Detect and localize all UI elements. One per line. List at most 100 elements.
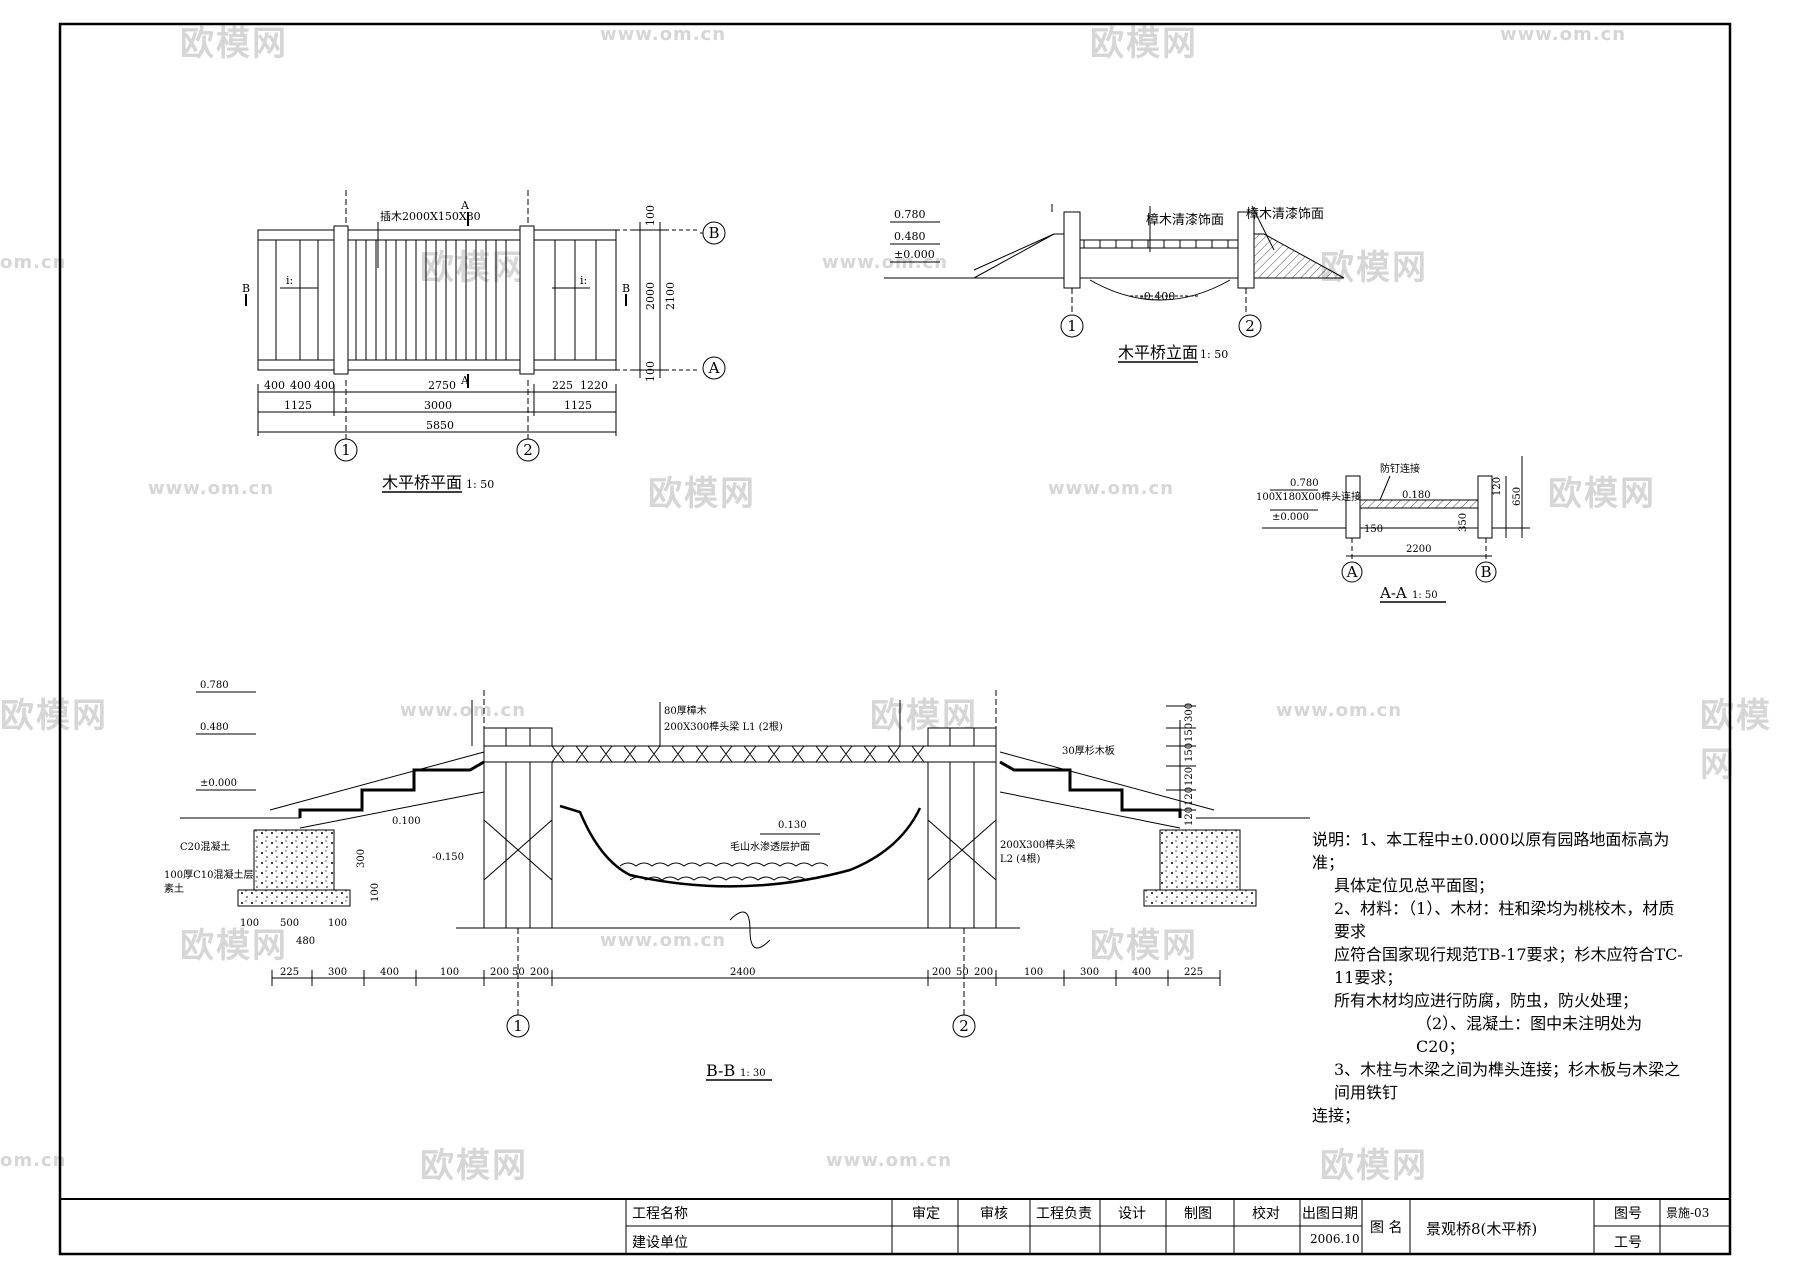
watermark-brand: 欧模网 <box>1320 248 1428 288</box>
view-title: A-A <box>1379 584 1407 602</box>
callout: 200X300榫头梁 <box>1000 838 1075 851</box>
watermark-url: om.cn <box>0 1150 67 1171</box>
dim-label: 200 <box>974 967 993 978</box>
mark-a: A <box>460 199 470 212</box>
dim-label: 400 <box>290 379 311 392</box>
tb-draw: 制图 <box>1184 1206 1212 1222</box>
axis-bubble-b <box>1475 561 1497 583</box>
dim-label: 400 <box>380 967 399 978</box>
watermark-brand: 欧模网 <box>1090 24 1198 64</box>
axis-bubble-2 <box>1238 314 1262 338</box>
bb-riverbed-rocks <box>619 862 829 867</box>
dim-label: 400 <box>1132 967 1151 978</box>
callout: 200X300榫头梁 L1 (2根) <box>664 720 783 733</box>
callout: 防钉连接 <box>1380 462 1420 475</box>
axis-bubble-2 <box>516 438 540 462</box>
plan-outline <box>257 229 617 371</box>
dim-label: 100 <box>328 918 347 929</box>
note-line: 应符合国家现行规范TB-17要求；杉木应符合TC-11要求； <box>1334 945 1683 987</box>
section-bb-view <box>180 690 1310 986</box>
section-aa-view <box>1262 456 1530 564</box>
level-label: -0.400 <box>1140 290 1175 303</box>
elevation-labels: 0.780 0.480 ±0.000 -0.400 樟木清漆饰面 樟木清漆饰面 … <box>894 206 1324 362</box>
aa-post <box>1477 475 1493 539</box>
dim-label: 300 <box>1080 967 1099 978</box>
dim-label: 480 <box>296 936 315 947</box>
left-ramp <box>973 233 1065 279</box>
tb-drawing-no-label: 图号 <box>1614 1206 1642 1222</box>
dim-label: 200 <box>530 967 549 978</box>
watermark-brand: 欧模网 <box>648 474 756 514</box>
elevation-water <box>1089 279 1231 301</box>
level-label: ±0.000 <box>1272 512 1309 523</box>
section-bb-labels: 0.780 0.480 ±0.000 0.100 -0.150 0.130 80… <box>164 680 1203 1080</box>
view-scale: 1: 30 <box>740 1068 766 1079</box>
dim-label: 5850 <box>426 419 454 432</box>
watermark-brand: 欧模网 <box>1090 926 1198 966</box>
dim-label: 300 <box>1184 703 1195 722</box>
left-stair <box>298 760 485 818</box>
level-label: 0.100 <box>392 816 421 827</box>
mark-a: A <box>460 374 470 387</box>
tb-date: 2006.10 <box>1310 1232 1360 1246</box>
elevation-post <box>1063 211 1081 289</box>
level-label: 0.780 <box>894 208 926 221</box>
tb-drawing-name-label: 图 名 <box>1370 1220 1403 1236</box>
dim-label: 1220 <box>580 379 608 392</box>
plan-post <box>333 225 349 375</box>
note-line: 连接； <box>1312 1106 1361 1125</box>
watermark-url: www.om.cn <box>826 1150 953 1171</box>
tb-date-label: 出图日期 <box>1302 1206 1358 1222</box>
aa-deck <box>1359 499 1479 509</box>
dim-label: 100 <box>644 361 657 382</box>
dim-label: 1125 <box>564 399 592 412</box>
dim-label: 500 <box>280 918 299 929</box>
watermark-url: www.om.cn <box>1048 478 1175 499</box>
axis-label: A <box>1346 563 1358 581</box>
plan-labels: 插木2000X150X80 400 400 400 2750 225 1220 … <box>242 199 677 432</box>
dim-label: 120 <box>1492 477 1503 496</box>
elevation-post <box>1237 211 1255 289</box>
callout: 30厚杉木板 <box>1062 744 1115 757</box>
callout: 樟木清漆饰面 <box>1146 212 1224 228</box>
level-label: 0.180 <box>1402 490 1431 501</box>
dim-label: 50 <box>956 967 969 978</box>
right-ramp <box>1253 233 1345 279</box>
dim-label: 150 <box>1184 723 1195 742</box>
dim-label: 100 <box>440 967 459 978</box>
watermark-url: www.om.cn <box>600 24 727 45</box>
dim-label: 650 <box>1512 487 1523 506</box>
dim-label: 120 <box>1184 787 1195 806</box>
dim-label: 100 <box>240 918 259 929</box>
right-footing <box>1159 829 1241 891</box>
plan-deck-boards <box>355 240 507 360</box>
axis-bubble-a <box>1341 561 1363 583</box>
slope-label: i: <box>286 274 293 287</box>
watermark-brand: 欧模网 <box>1548 474 1656 514</box>
slope-label: i: <box>580 274 587 287</box>
note-line: 所有木材均应进行防腐，防虫，防火处理； <box>1334 991 1639 1010</box>
axis-label: 2 <box>1245 317 1255 335</box>
plan-callout: 插木2000X150X80 <box>380 209 481 223</box>
axis-label: A <box>708 359 720 377</box>
aa-post <box>1345 475 1361 539</box>
level-label: 0.480 <box>894 230 926 243</box>
bb-beam-truss <box>551 745 925 763</box>
view-title: B-B <box>706 1061 735 1080</box>
dim-label: 350 <box>1458 513 1469 532</box>
break-symbol <box>729 911 771 949</box>
watermark-brand: 欧模网 <box>1700 696 1772 785</box>
level-label: 0.780 <box>1290 478 1319 489</box>
view-scale: 1: 50 <box>1200 348 1228 361</box>
dim-label: 300 <box>328 967 347 978</box>
note-title: 说明：1、本工程中±0.000以原有园路地面标高为准； <box>1312 830 1670 872</box>
dim-label: 400 <box>314 379 335 392</box>
dim-label: 1125 <box>284 399 312 412</box>
callout: 80厚樟木 <box>664 704 707 717</box>
watermark-url: www.om.cn <box>400 700 527 721</box>
axis-label: 2 <box>523 441 533 459</box>
dim-label: 225 <box>1184 967 1203 978</box>
axis-label: B <box>1480 563 1491 581</box>
note-line: 具体定位见总平面图； <box>1334 876 1495 895</box>
watermark-url: www.om.cn <box>822 252 949 273</box>
